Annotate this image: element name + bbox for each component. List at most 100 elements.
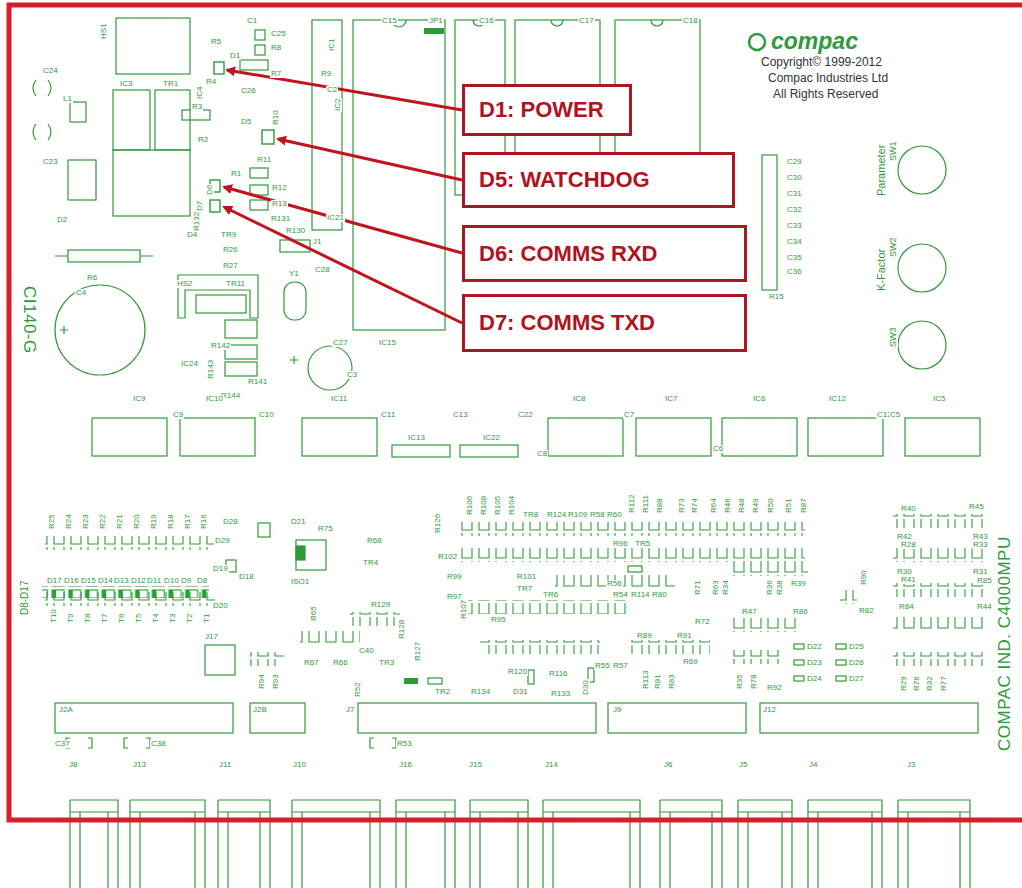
- component-label: R91: [676, 632, 693, 640]
- component-label: C23: [42, 158, 59, 166]
- callout-box: D7: COMMS TXD: [462, 294, 747, 352]
- component-label: R106: [466, 495, 474, 516]
- component-label: R81: [654, 673, 662, 690]
- component-label: R18: [167, 513, 175, 530]
- component-label: R67: [303, 659, 320, 667]
- component-label: C24: [42, 67, 59, 75]
- component-label: R2: [197, 136, 209, 144]
- component-label: T1: [203, 613, 211, 624]
- component-label: R75: [317, 525, 334, 533]
- component-label: R47: [741, 608, 758, 616]
- component-label: C26: [240, 87, 257, 95]
- component-label: D20: [212, 602, 229, 610]
- component-label: IC24: [180, 360, 199, 368]
- callout-box: D1: POWER: [462, 84, 632, 136]
- component-label: SW2: [889, 236, 898, 258]
- component-label: R20: [133, 513, 141, 530]
- component-label: R66: [332, 659, 349, 667]
- component-label: R16: [200, 513, 208, 530]
- component-label: J15: [468, 761, 483, 769]
- component-label: R76: [913, 675, 921, 692]
- component-label: R3: [191, 103, 203, 111]
- component-label: R105: [494, 495, 502, 516]
- component-label: IC22: [482, 434, 501, 442]
- component-label: R133: [550, 690, 571, 698]
- component-label: D10: [163, 577, 180, 585]
- component-label: IC10: [205, 395, 224, 403]
- component-label: D26: [848, 659, 865, 667]
- component-label: J8: [68, 761, 78, 769]
- callout-box: D5: WATCHDOG: [462, 152, 735, 208]
- component-label: D23: [806, 659, 823, 667]
- component-label: R85: [976, 577, 993, 585]
- component-label: J5: [738, 761, 748, 769]
- component-label: R38: [776, 579, 784, 596]
- component-label: C40: [358, 647, 375, 655]
- component-label: R74: [691, 497, 699, 514]
- component-label: C4: [75, 289, 87, 297]
- component-label: T9: [67, 613, 75, 624]
- component-label: IC5: [932, 395, 946, 403]
- board-outline: [9, 5, 1022, 820]
- component-label: SW3: [889, 326, 898, 348]
- component-label: R92: [766, 684, 783, 692]
- component-label: C15: [381, 17, 398, 25]
- component-label: TR3: [378, 659, 395, 667]
- component-label: R89: [636, 632, 653, 640]
- component-label: R120: [507, 668, 528, 676]
- board-marking: COMPAC IND. C4000MPU: [996, 535, 1013, 752]
- component-label: J4: [808, 761, 818, 769]
- component-label: D30: [582, 679, 590, 696]
- component-label: R8: [270, 44, 282, 52]
- component-label: T6: [118, 613, 126, 624]
- component-label: R124: [546, 511, 567, 519]
- component-label: J9: [612, 706, 622, 714]
- component-label: R95: [490, 616, 507, 624]
- component-label: J1: [312, 238, 322, 246]
- component-label: C31: [786, 190, 803, 198]
- component-label: D15: [80, 577, 97, 585]
- component-label: HS1: [100, 22, 108, 40]
- component-label: D17: [46, 577, 63, 585]
- component-label: R24: [65, 513, 73, 530]
- component-label: D31: [512, 688, 529, 696]
- component-label: C7: [623, 411, 635, 419]
- component-label: D29: [214, 537, 231, 545]
- component-label: J17: [204, 633, 219, 641]
- component-label: J14: [544, 761, 559, 769]
- component-label: TR1: [162, 80, 179, 88]
- component-label: C13: [452, 411, 469, 419]
- component-label: TR8: [522, 511, 539, 519]
- component-label: T8: [84, 613, 92, 624]
- component-label: SW1: [889, 140, 898, 162]
- component-label: R6: [86, 274, 98, 282]
- component-label: R28: [900, 541, 917, 549]
- component-label: TR6: [542, 591, 559, 599]
- component-label: R80: [651, 591, 668, 599]
- component-label: R141: [247, 378, 268, 386]
- component-label: R107: [460, 599, 468, 620]
- component-label: R42: [896, 533, 913, 541]
- component-label: R1: [230, 170, 242, 178]
- leader-line: [278, 139, 462, 180]
- component-label: R15: [768, 293, 785, 301]
- component-label: C30: [786, 174, 803, 182]
- component-label: C25: [270, 30, 287, 38]
- component-label: R129: [370, 601, 391, 609]
- component-label: T4: [152, 613, 160, 624]
- component-label: D6: [206, 184, 214, 196]
- component-label: C6: [712, 445, 724, 453]
- component-label: R31: [972, 568, 989, 576]
- silkscreen-outlines: [33, 18, 983, 888]
- component-label: J3: [906, 761, 916, 769]
- component-label: IC1: [328, 38, 336, 52]
- component-label: R23: [82, 513, 90, 530]
- component-label: R12: [271, 184, 288, 192]
- component-label: R72: [694, 618, 711, 626]
- copyright-note: Compac Industries Ltd: [767, 72, 889, 84]
- component-label: J11: [218, 761, 232, 769]
- component-label: J16: [398, 761, 413, 769]
- logo-text: compac: [770, 30, 859, 53]
- component-label: R27: [222, 262, 239, 270]
- component-label: T3: [169, 613, 177, 624]
